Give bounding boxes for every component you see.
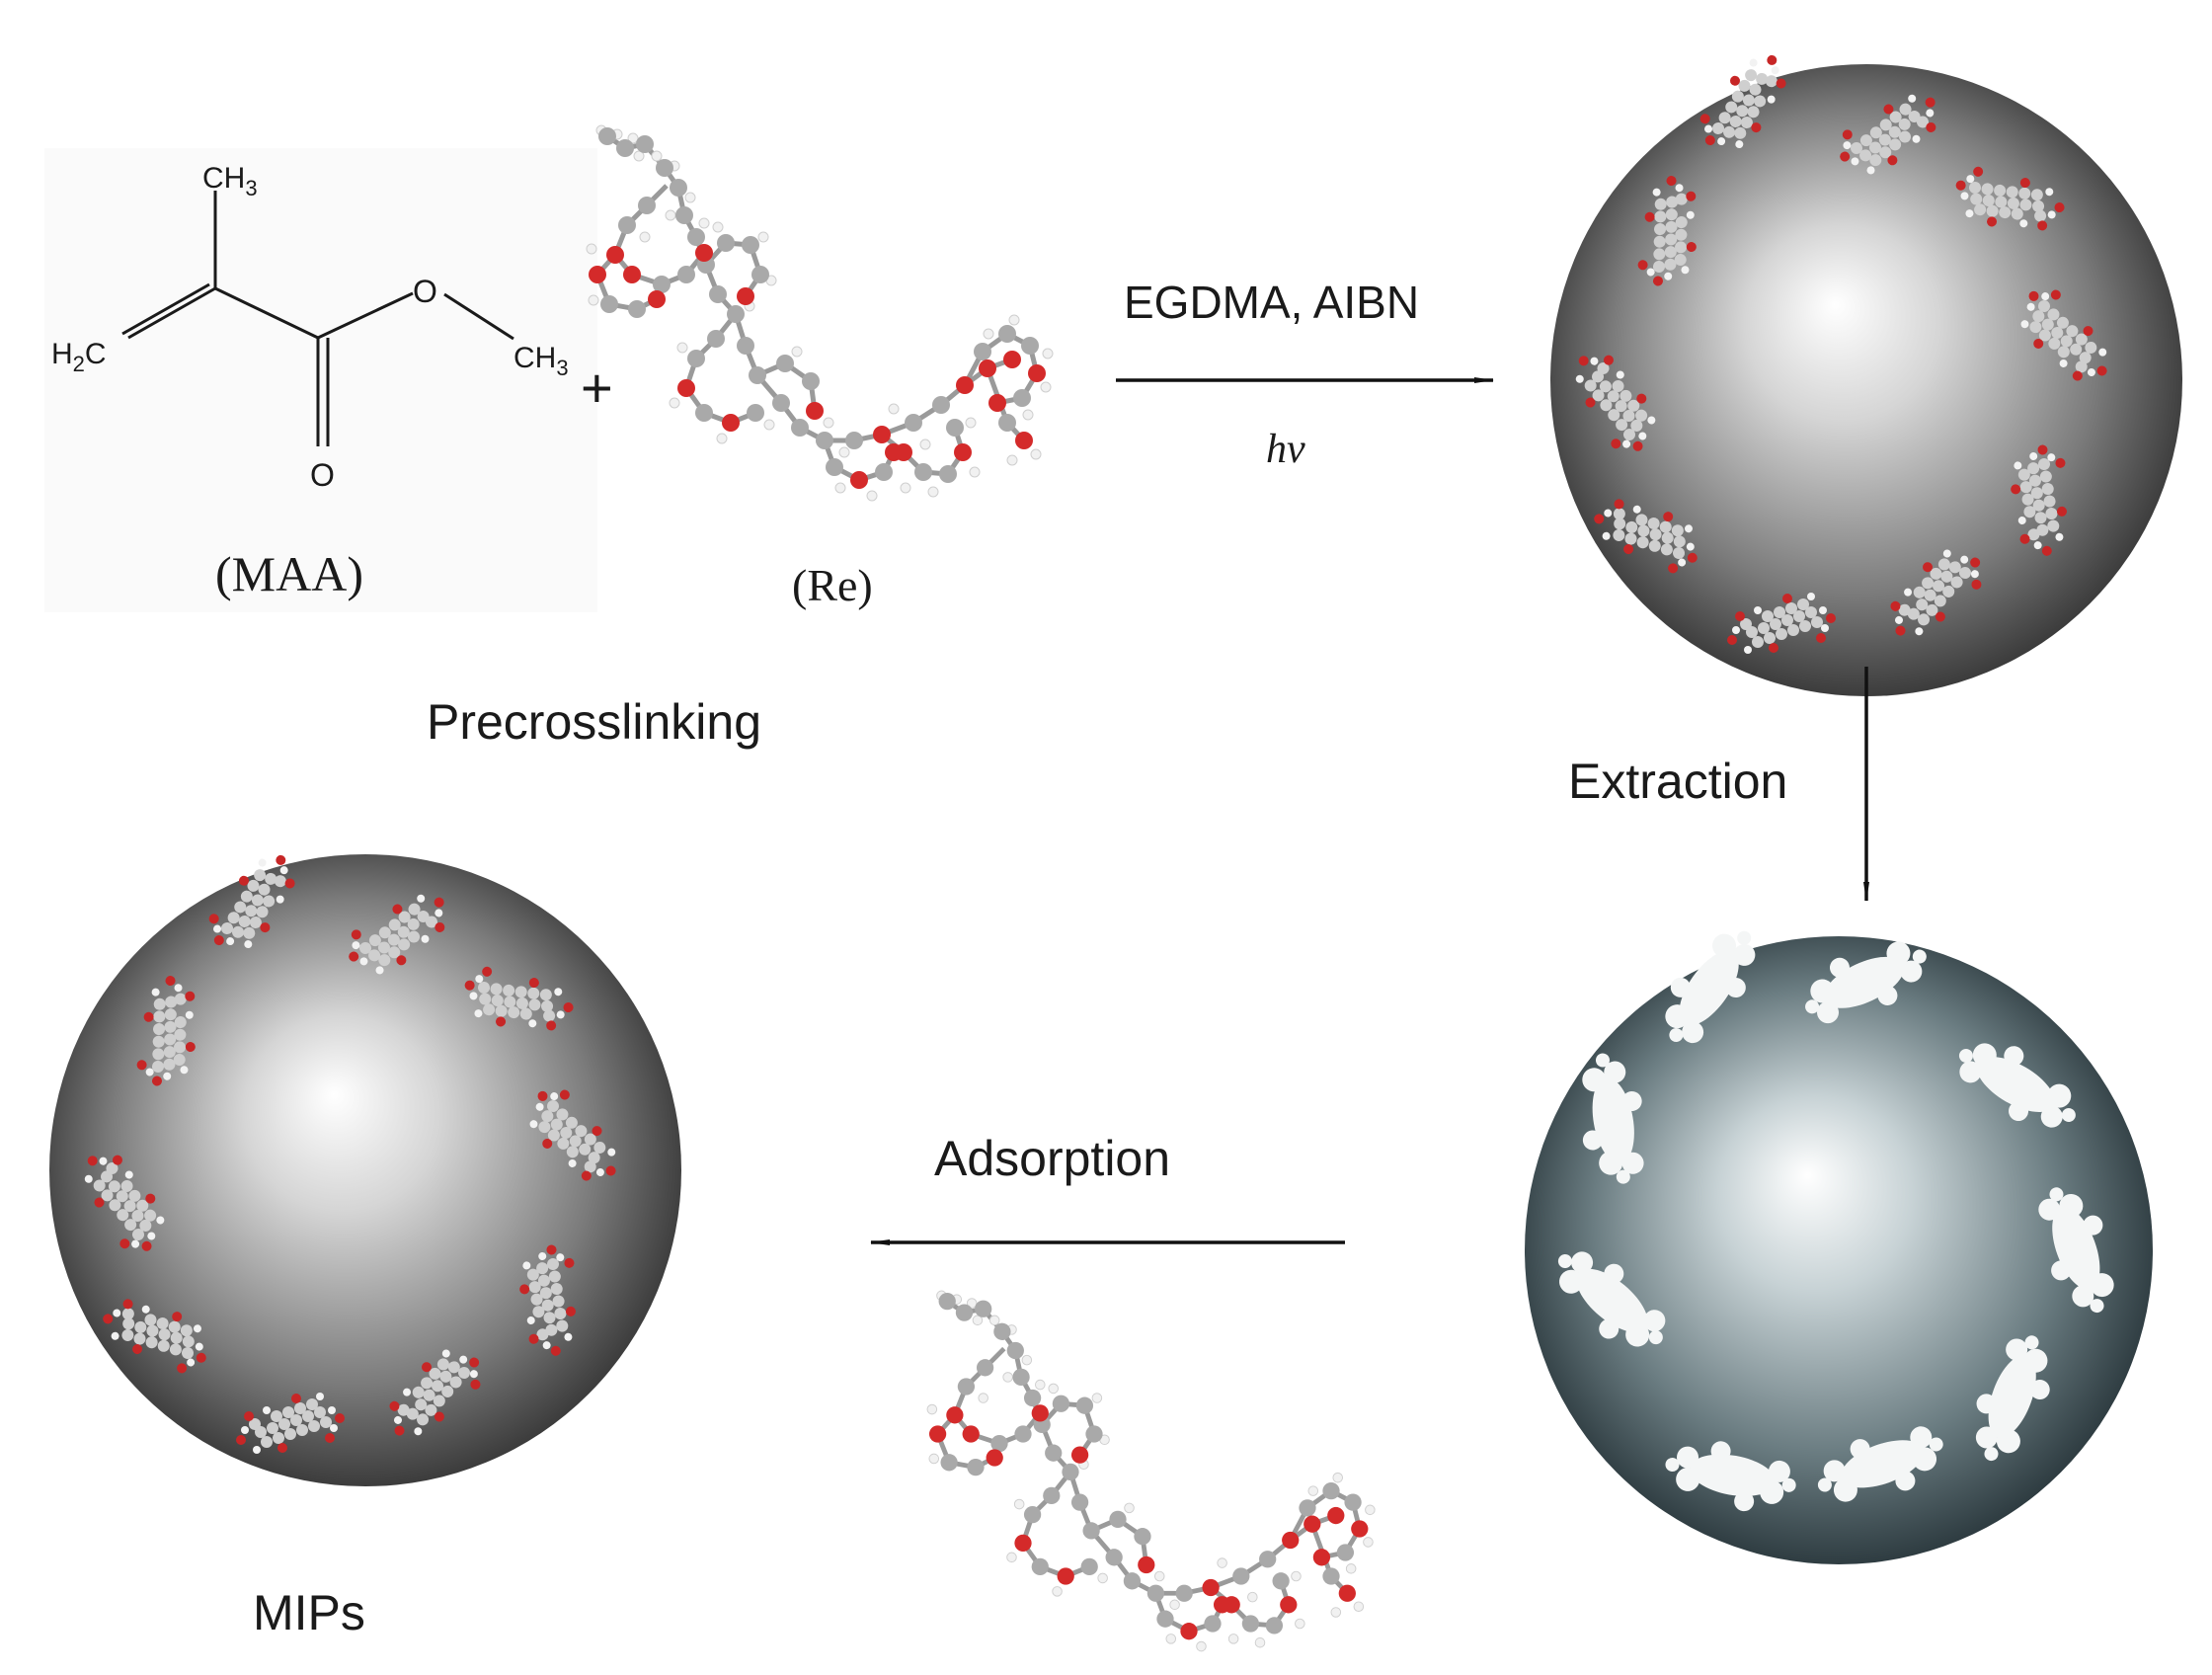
- precrosslinking-caption: Precrosslinking: [427, 694, 761, 750]
- polymer-sphere-with-template: [1550, 45, 2182, 696]
- maa-structure: CH3 H2C O CH3 O (MAA): [44, 148, 597, 612]
- maa-label: (MAA): [215, 546, 363, 601]
- adsorption-caption: Adsorption: [934, 1131, 1170, 1186]
- condition-label: hv: [1266, 427, 1305, 472]
- maa-h2c-label: H2C: [51, 338, 107, 376]
- maa-ch3-top-label: CH3: [202, 162, 258, 200]
- re-label: (Re): [792, 560, 873, 610]
- extraction-caption: Extraction: [1568, 754, 1787, 809]
- imprinted-sphere-with-cavities: [1525, 913, 2153, 1564]
- maa-ester-oxygen-label: O: [413, 274, 437, 309]
- maa-ch3-right-label: CH3: [514, 342, 569, 380]
- maa-carbonyl-oxygen-label: O: [310, 457, 335, 493]
- mip-sphere-rebound: [49, 845, 681, 1486]
- mips-caption: MIPs: [253, 1585, 365, 1640]
- re-molecule-adsorbed: [927, 1291, 1375, 1651]
- plus-sign: +: [581, 357, 613, 419]
- reagents-label: EGDMA, AIBN: [1124, 277, 1419, 328]
- re-molecule: [587, 125, 1053, 501]
